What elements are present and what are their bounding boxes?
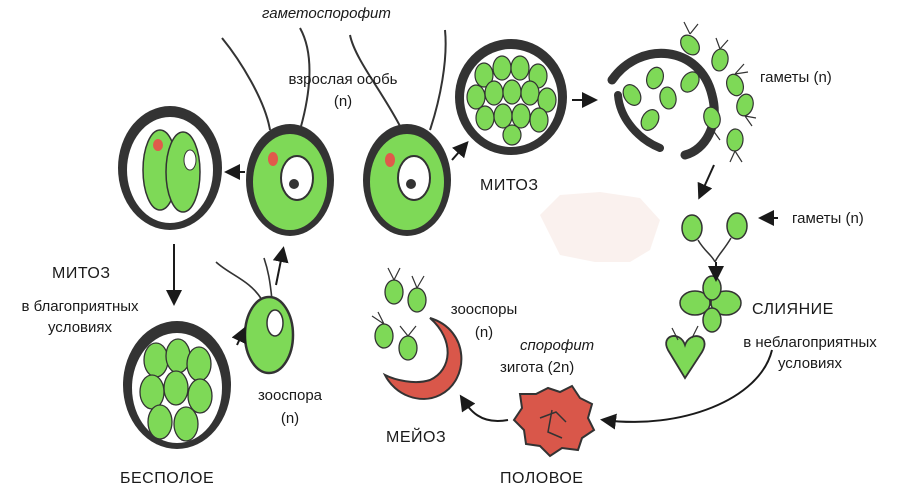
label-zoospores: зооспоры (n)	[434, 300, 534, 342]
label-sexual: ПОЛОВОЕ	[500, 469, 583, 488]
label-asexual: БЕСПОЛОЕ	[120, 469, 214, 488]
zygote-red	[514, 386, 594, 456]
label-favorable: в благоприятных условиях	[5, 297, 155, 337]
fusing-gametes	[680, 276, 741, 332]
label-adult-line2: (n)	[263, 92, 423, 111]
label-meiosis: МЕЙОЗ	[386, 428, 446, 447]
label-zoospore: зооспора (n)	[240, 386, 340, 428]
adult-cell-right	[350, 30, 451, 236]
label-favorable-line1: в благоприятных	[5, 297, 155, 316]
zygote-forming	[666, 326, 704, 378]
label-fusion: СЛИЯНИЕ	[752, 300, 834, 319]
label-zoospore-line1: зооспора	[240, 386, 340, 405]
label-gametes-mid: гаметы (n)	[792, 209, 864, 228]
label-mitosis-top: МИТОЗ	[480, 176, 539, 195]
label-zoospore-line2: (n)	[240, 409, 340, 428]
cell-with-zoospores-bottom	[123, 321, 231, 449]
label-zoospores-line1: зооспоры	[434, 300, 534, 319]
adult-cell-left	[222, 28, 334, 236]
label-unfavorable-line1: в неблагоприятных	[730, 333, 890, 352]
label-gametosporophyte: гаметоспорофит	[262, 4, 391, 23]
label-sporophyte: спорофит	[520, 336, 594, 355]
gamete-pair	[682, 213, 747, 262]
label-adult: взрослая особь (n)	[263, 70, 423, 111]
label-gametes-top: гаметы (n)	[760, 68, 832, 87]
cell-with-zoospores-top	[118, 106, 222, 230]
label-zoospores-line2: (n)	[434, 323, 534, 342]
released-gametes	[612, 22, 756, 162]
label-unfavorable: в неблагоприятных условиях	[730, 333, 890, 373]
label-mitosis-left: МИТОЗ	[52, 264, 111, 283]
label-zygote: зигота (2n)	[500, 358, 574, 377]
label-favorable-line2: условиях	[5, 318, 155, 337]
single-zoospore	[216, 258, 293, 373]
cell-with-gametes	[455, 39, 567, 155]
watermark-bear-logo	[540, 192, 660, 262]
label-adult-line1: взрослая особь	[263, 70, 423, 89]
label-unfavorable-line2: условиях	[730, 354, 890, 373]
